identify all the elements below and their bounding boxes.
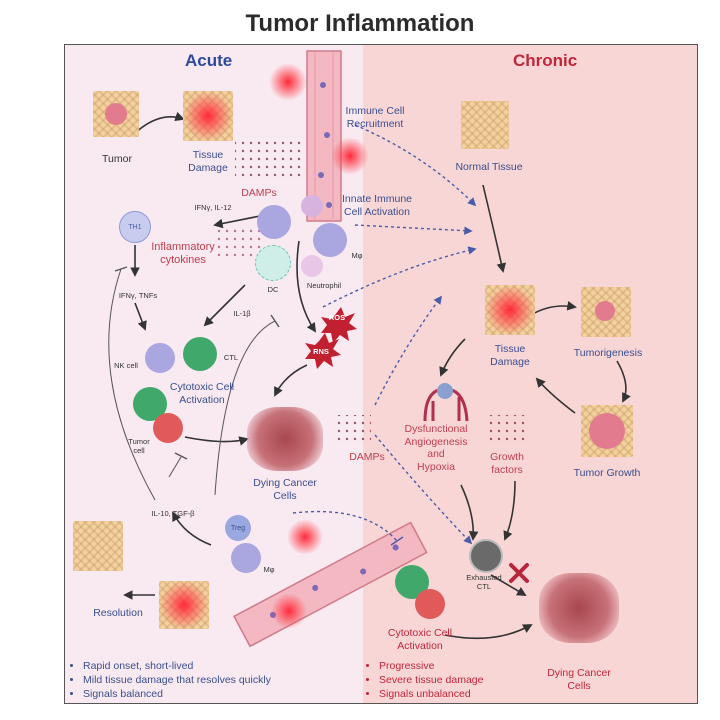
- damage-glow-chronic: [485, 285, 535, 335]
- resolution-label: Resolution: [93, 607, 143, 619]
- dying-cells-label-chronic: Dying Cancer Cells: [547, 667, 611, 692]
- nk-cell-label: NK cell: [114, 361, 138, 370]
- ctl-cell-icon: [183, 337, 217, 371]
- blood-vessel-top: [306, 50, 342, 222]
- dendritic-cell-icon: [255, 245, 291, 281]
- ros-label: ROS: [328, 313, 346, 322]
- ifn-tnf-label: IFNγ, TNFs: [118, 291, 158, 300]
- macrophage-cell-icon: [257, 205, 291, 239]
- dying-cancer-cells-acute-icon: [247, 407, 323, 471]
- damps-dots-mid: [337, 415, 371, 445]
- damps-label-chronic: DAMPs: [349, 451, 385, 463]
- mphi-label: Mφ: [351, 251, 363, 260]
- chronic-header: Chronic: [513, 51, 578, 70]
- cytotoxic-activation-label-chronic: Cytotoxic Cell Activation: [387, 627, 453, 652]
- neutrophil-cell-icon: [301, 255, 323, 277]
- exhausted-ctl-icon: [469, 539, 503, 573]
- rns-star-icon: [305, 333, 341, 369]
- neutrophil-label: Neutrophil: [306, 281, 342, 290]
- tumor-cell-icon: [153, 413, 183, 443]
- tumor-label: Tumor: [102, 153, 132, 165]
- acute-bullet: Rapid onset, short-lived: [83, 659, 359, 673]
- il10-tgfb-label: IL-10, TGF-β: [151, 509, 195, 518]
- recruit-glow-top: [269, 63, 307, 101]
- acute-header: Acute: [185, 51, 233, 70]
- il1b-label: IL-1β: [233, 309, 251, 318]
- tumor-cell-label: Tumor cell: [128, 437, 150, 455]
- chronic-bullet: Severe tissue damage: [379, 673, 525, 687]
- inflammatory-cytokines-label: Inflammatory cytokines: [151, 241, 215, 267]
- ctl-label: CTL: [223, 353, 239, 362]
- chronic-bullet: Signals unbalanced: [379, 687, 525, 701]
- chronic-bullets: Progressive Severe tissue damage Signals…: [365, 659, 525, 702]
- vessel-glow-2: [271, 593, 307, 629]
- macrophage-resolve-icon: [231, 543, 261, 573]
- growth-factors-label: Growth factors: [490, 451, 524, 476]
- acute-bullet: Mild tissue damage that resolves quickly: [83, 673, 359, 687]
- dying-cancer-cells-chronic-icon: [539, 573, 619, 643]
- innate-activation-label: Innate Immune Cell Activation: [341, 193, 413, 218]
- damps-dots-acute: [235, 137, 305, 177]
- resolved-tissue-tile: [73, 521, 123, 571]
- tissue-damage-label-acute: Tissue Damage: [188, 149, 228, 174]
- cytotoxic-activation-label-acute: Cytotoxic Cell Activation: [169, 381, 235, 406]
- dc-label: DC: [267, 285, 279, 294]
- damps-label-acute: DAMPs: [241, 187, 277, 199]
- block-x-icon: [509, 563, 529, 583]
- dysfunctional-vessel-icon: [423, 383, 469, 422]
- tumor-growth-cluster-icon: [589, 413, 625, 449]
- diagram-title: Tumor Inflammation: [245, 10, 475, 37]
- tumor-cell-chronic-icon: [415, 589, 445, 619]
- chronic-bullet: Progressive: [379, 659, 525, 673]
- tissue-damage-label-chronic: Tissue Damage: [490, 343, 530, 368]
- acute-bullet: Signals balanced: [83, 687, 359, 701]
- tumor-growth-label: Tumor Growth: [573, 467, 641, 479]
- rns-label: RNS: [313, 347, 329, 356]
- ifn-il12-label: IFNγ, IL-12: [194, 203, 232, 212]
- diagram-frame: Acute Chronic Tumor Tissue Damage DAMPs …: [64, 44, 698, 704]
- exhausted-ctl-label: Exhausted CTL: [466, 573, 502, 591]
- immune-recruit-label: Immune Cell Recruitment: [345, 105, 405, 130]
- ros-star-icon: [321, 307, 357, 343]
- vessel-glow-1: [287, 519, 323, 555]
- treg-cell-icon: Treg: [225, 515, 251, 541]
- dying-cells-label-acute: Dying Cancer Cells: [253, 477, 317, 502]
- growth-factor-dots: [489, 415, 529, 445]
- tumor-cluster-icon: [105, 103, 127, 125]
- tumorigenesis-cluster-icon: [595, 301, 615, 321]
- dysfunctional-angiogenesis-label: Dysfunctional Angiogenesis and Hypoxia: [404, 423, 468, 473]
- damage-glow-icon: [183, 91, 233, 141]
- mphi2-label: Mφ: [263, 565, 275, 574]
- macrophage-cell-2-icon: [313, 223, 347, 257]
- th1-cell-icon: TH1: [119, 211, 151, 243]
- tumorigenesis-label: Tumorigenesis: [573, 347, 643, 359]
- damage-resolving-glow: [159, 581, 209, 629]
- recruit-glow-mid: [331, 137, 369, 175]
- normal-tissue-tile: [461, 101, 509, 149]
- acute-bullets: Rapid onset, short-lived Mild tissue dam…: [69, 659, 359, 702]
- normal-tissue-label: Normal Tissue: [455, 161, 523, 173]
- innate-cell-icon: [301, 195, 323, 217]
- nk-cell-icon: [145, 343, 175, 373]
